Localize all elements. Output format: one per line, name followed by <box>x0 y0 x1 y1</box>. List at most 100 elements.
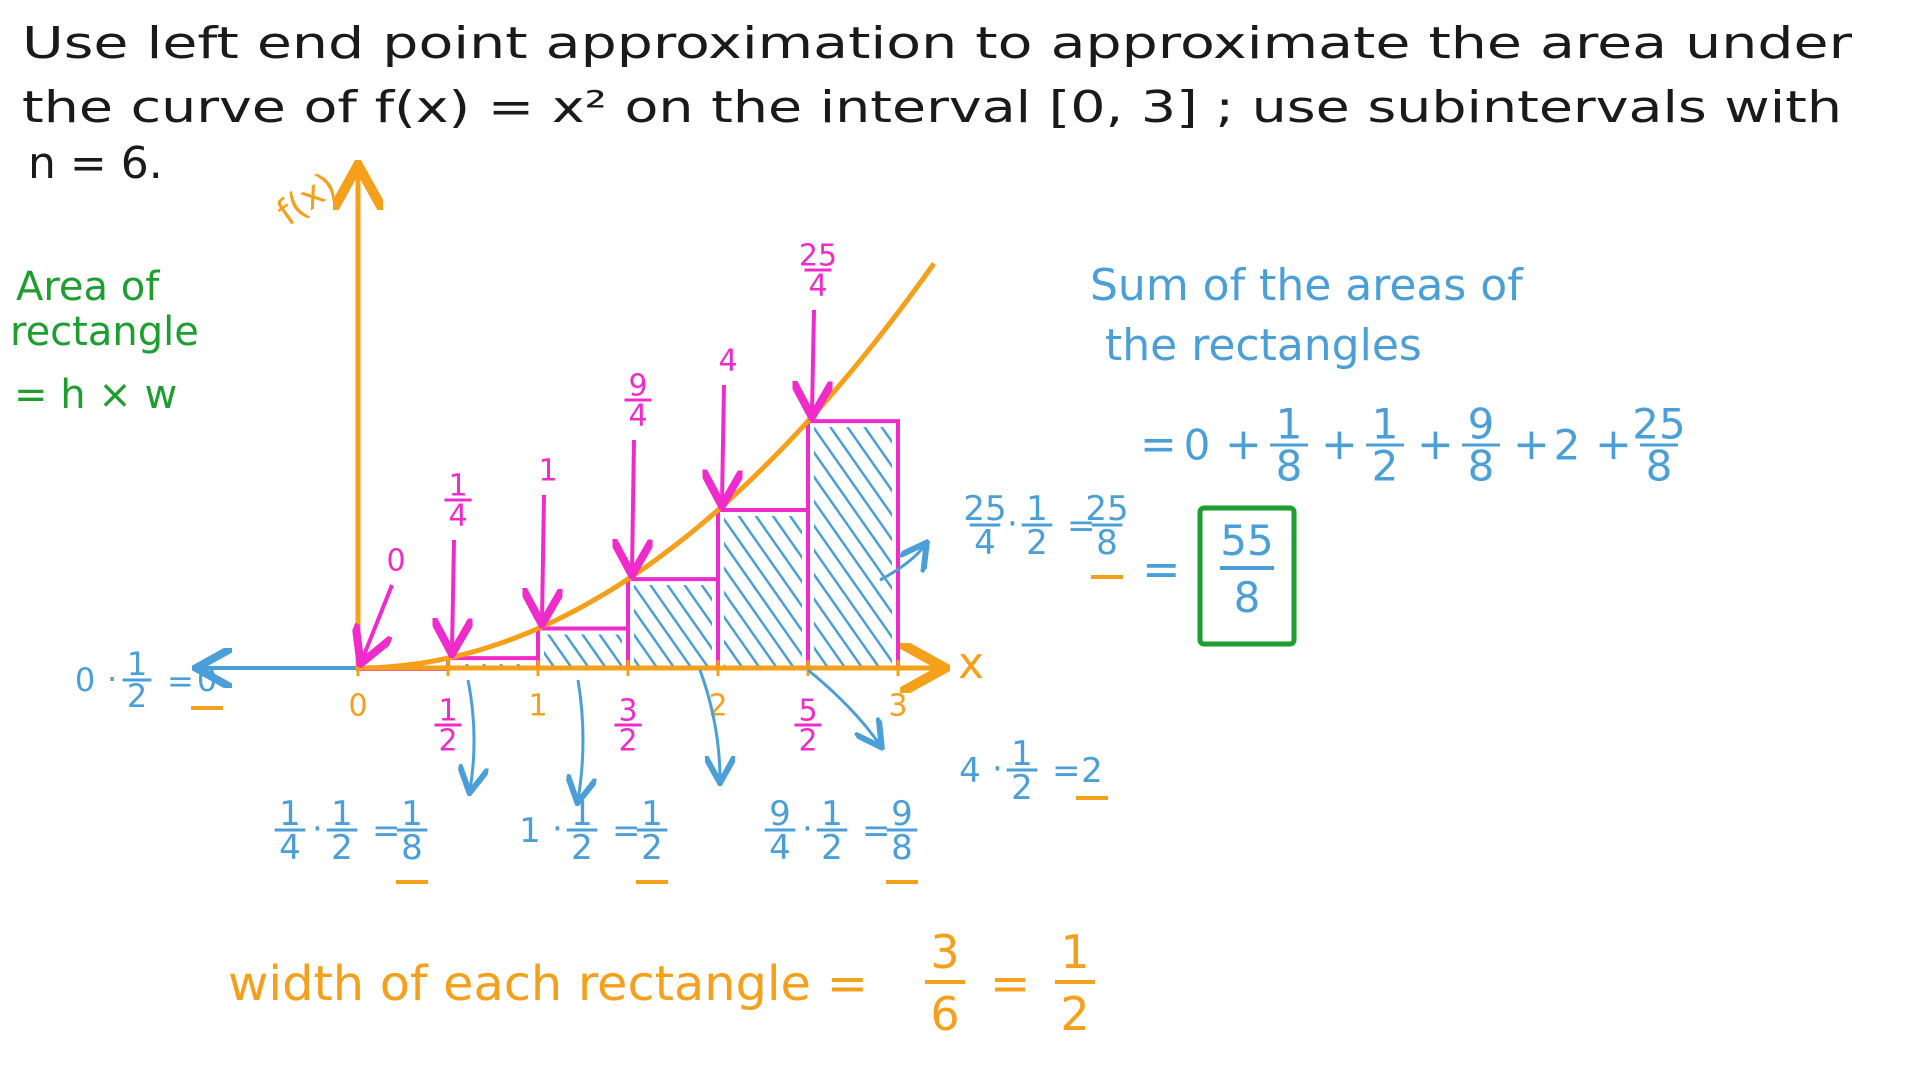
area-width-denominator: 2 <box>821 828 843 868</box>
height-arrow <box>362 584 394 660</box>
area-equals: = <box>372 811 401 851</box>
rectangle-hatch <box>454 664 532 666</box>
area-result: 2 <box>1081 751 1103 791</box>
sum-block: Sum of the areas of the rectangles =0+18… <box>1090 260 1686 647</box>
width-frac2-den: 2 <box>1060 987 1089 1041</box>
rectangle-hatch <box>634 585 712 666</box>
area-equals: = <box>167 662 194 700</box>
x-tick-label: 3 <box>888 689 907 724</box>
sum-term-denominator: 8 <box>1646 442 1673 491</box>
rect-area-expression: 14·12=18 <box>274 794 428 884</box>
x-tick-label: 32 <box>614 694 642 759</box>
sum-term-numerator: 9 <box>1468 400 1495 449</box>
x-tick-label: 1 <box>528 689 547 724</box>
sum-plus: + <box>1513 419 1550 470</box>
sum-plus: + <box>1321 419 1358 470</box>
area-result-numerator: 1 <box>641 794 663 834</box>
height-label-denominator: 4 <box>448 499 467 534</box>
rectangle-hatch <box>544 634 622 666</box>
area-width-denominator: 2 <box>571 828 593 868</box>
area-times: · <box>1007 504 1018 544</box>
area-result: 18 <box>396 794 428 868</box>
area-rule: Area of rectangle = h × w <box>10 264 199 418</box>
area-times: · <box>802 809 813 849</box>
area-height: 4 <box>959 751 981 791</box>
area-rule-line-2: rectangle <box>10 309 199 355</box>
sum-term-value: 0 <box>1184 421 1211 470</box>
height-label-denominator: 4 <box>628 399 647 434</box>
rectangle-hatch <box>814 427 892 666</box>
sum-term: 98 <box>1462 400 1500 491</box>
x-tick-label-denominator: 2 <box>438 724 457 759</box>
width-frac2-num: 1 <box>1060 925 1089 979</box>
area-height: 94 <box>764 794 796 868</box>
height-label: 4 <box>718 344 737 379</box>
sum-term-numerator: 25 <box>1632 400 1685 449</box>
sum-plus: + <box>1225 419 1262 470</box>
height-arrow <box>722 384 724 502</box>
sum-term-denominator: 8 <box>1468 442 1495 491</box>
area-result-numerator: 1 <box>401 794 423 834</box>
width-frac1-den: 6 <box>930 987 959 1041</box>
area-connector-arrow <box>578 679 583 800</box>
sum-plus: + <box>1417 419 1454 470</box>
area-height: 1 <box>519 811 541 851</box>
area-height-value: 0 <box>75 661 95 699</box>
sum-term: 0 <box>1184 421 1211 470</box>
sum-term: 12 <box>1366 400 1404 491</box>
sum-term-denominator: 2 <box>1372 442 1399 491</box>
area-width: 12 <box>122 645 152 715</box>
sum-term-numerator: 1 <box>1372 400 1399 449</box>
area-connector-arrow <box>879 545 925 582</box>
height-label-value: 4 <box>718 344 737 379</box>
area-result-denominator: 8 <box>891 828 913 868</box>
area-height-denominator: 4 <box>974 523 996 563</box>
area-width: 12 <box>566 794 598 868</box>
area-equals: = <box>862 811 891 851</box>
area-height: 0 <box>75 661 95 699</box>
x-axis-label: x <box>958 638 984 689</box>
rect-area-expression: 1·12=12 <box>519 794 668 884</box>
area-width: 12 <box>816 794 848 868</box>
sum-expression: =0+18+12+98+2+258 <box>1140 400 1686 491</box>
height-label: 0 <box>386 544 405 579</box>
width-equals: = <box>990 956 1030 1012</box>
width-frac1-num: 3 <box>930 925 959 979</box>
area-height-numerator: 25 <box>963 489 1006 529</box>
x-tick-label-numerator: 5 <box>798 694 817 729</box>
x-tick-label: 52 <box>794 694 822 759</box>
area-height: 254 <box>963 489 1006 563</box>
height-label: 14 <box>444 469 472 534</box>
area-connector-arrow <box>807 668 880 745</box>
area-width: 12 <box>1006 734 1038 808</box>
rect-area-expression: 94·12 =98 <box>764 794 918 884</box>
x-tick-label-value: 3 <box>888 689 907 724</box>
sum-title-line-1: Sum of the areas of <box>1090 260 1524 311</box>
area-width-numerator: 1 <box>1011 734 1033 774</box>
height-arrow <box>452 539 454 650</box>
sum-term-numerator: 1 <box>1276 400 1303 449</box>
x-tick-label-denominator: 2 <box>798 724 817 759</box>
area-connector-arrow <box>468 679 474 790</box>
sum-equals: = <box>1140 419 1177 470</box>
area-result-denominator: 8 <box>1096 523 1118 563</box>
height-label-numerator: 1 <box>448 469 467 504</box>
height-label-value: 0 <box>386 544 405 579</box>
problem-line-3: n = 6. <box>28 138 163 189</box>
x-tick-label: 0 <box>348 689 367 724</box>
problem-line-1: Use left end point approximation to appr… <box>22 18 1853 69</box>
area-width-numerator: 1 <box>331 794 353 834</box>
area-height: 14 <box>274 794 306 868</box>
area-height-value: 1 <box>519 811 541 851</box>
x-tick-label-value: 0 <box>348 689 367 724</box>
height-label: 254 <box>799 239 837 304</box>
area-result-numerator: 9 <box>891 794 913 834</box>
area-result: 0 <box>197 661 217 699</box>
width-label: width of each rectangle = <box>228 956 868 1012</box>
height-label-numerator: 25 <box>799 239 837 274</box>
x-tick-label: 12 <box>434 694 462 759</box>
sum-term-denominator: 8 <box>1276 442 1303 491</box>
rect-area-expression: 4·12=2 <box>959 734 1108 808</box>
